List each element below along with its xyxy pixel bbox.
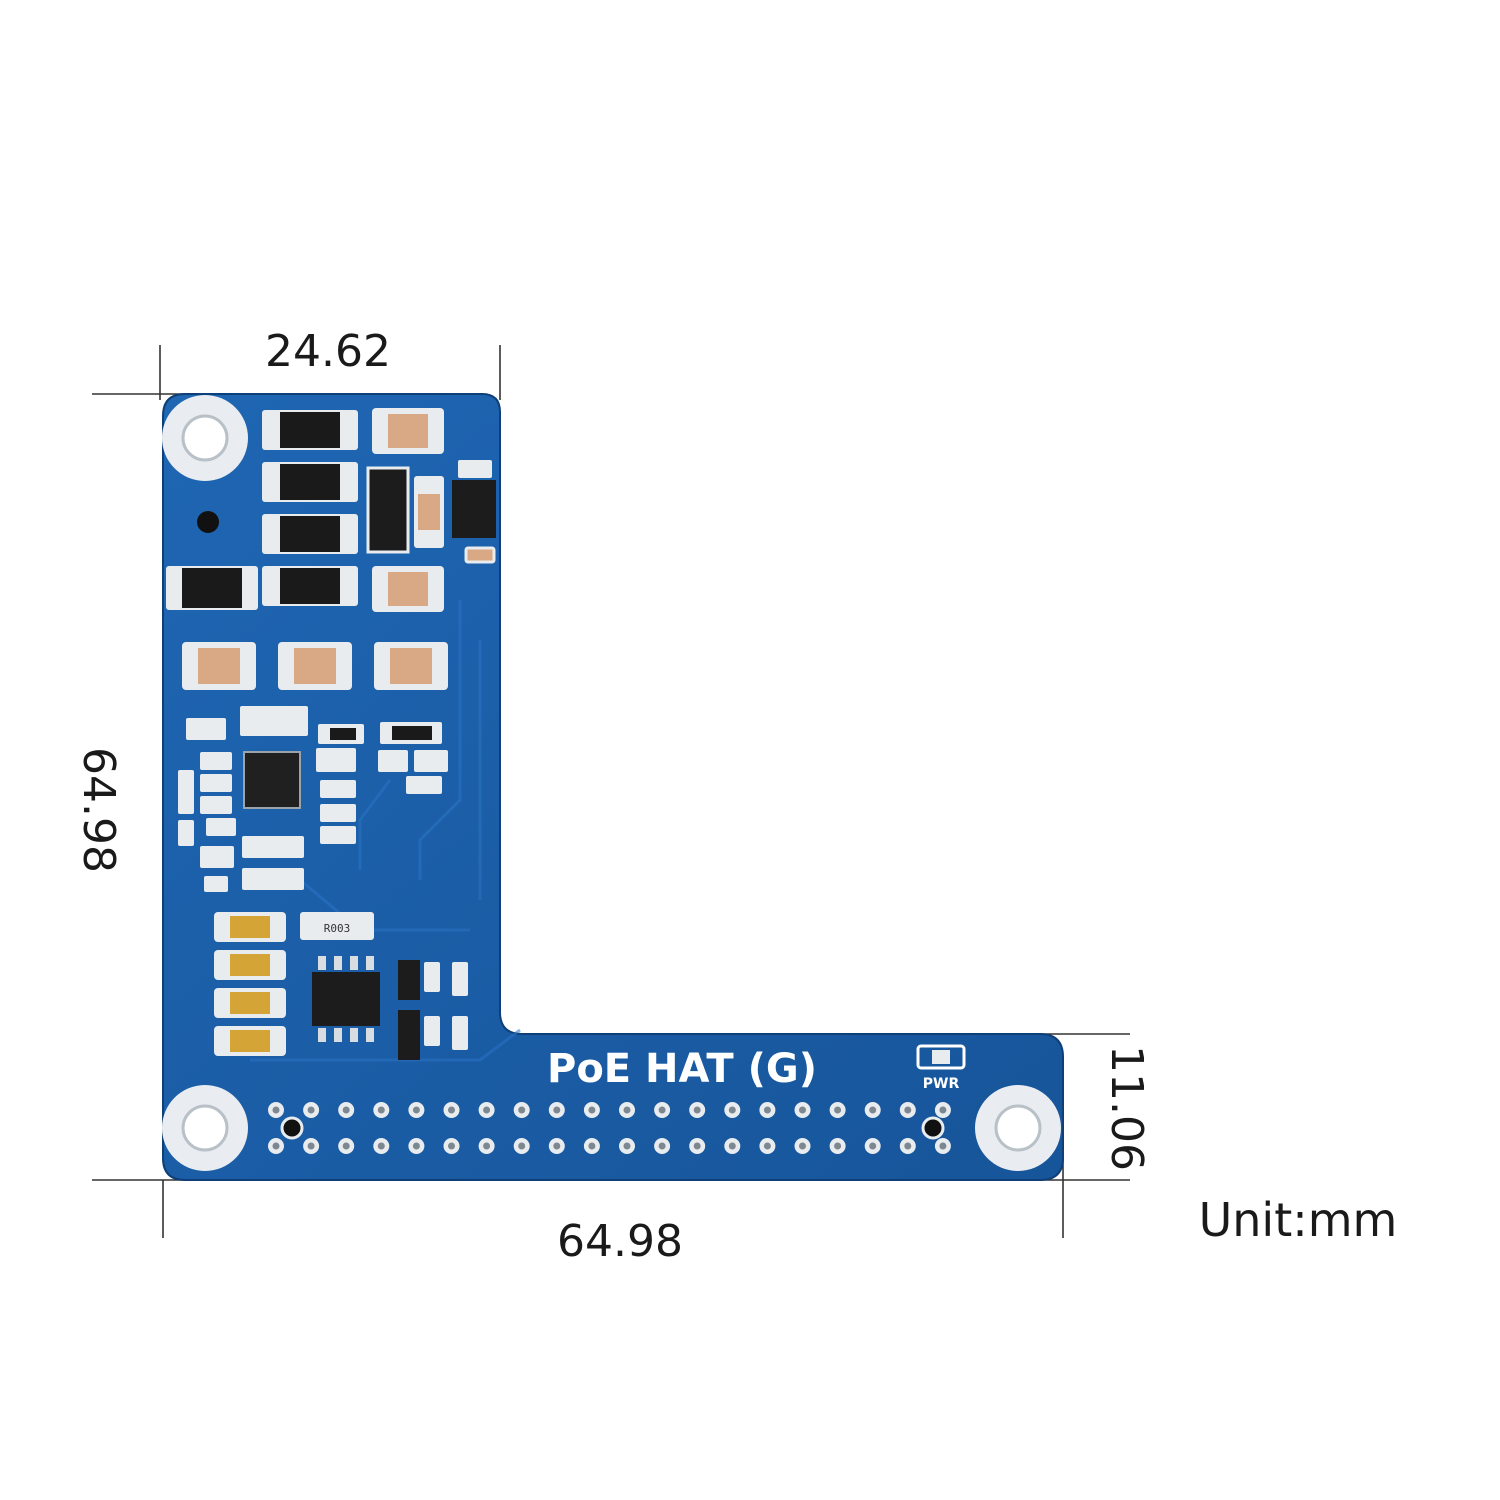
integrated-circuits: R003 bbox=[178, 460, 496, 1060]
board-name-label: PoE HAT (G) bbox=[547, 1046, 817, 1092]
header-pin-hole bbox=[834, 1142, 842, 1150]
soic-chip bbox=[312, 956, 380, 1042]
header-pin-hole bbox=[588, 1142, 596, 1150]
header-pin-hole bbox=[342, 1106, 350, 1114]
dim-top-width: 24.62 bbox=[265, 326, 391, 377]
dim-left-height: 64.98 bbox=[73, 747, 124, 873]
header-pin-hole bbox=[693, 1142, 701, 1150]
header-pin-hole bbox=[448, 1142, 455, 1150]
header-pin-hole bbox=[342, 1142, 350, 1150]
header-pin-hole bbox=[588, 1106, 596, 1114]
header-pin-hole bbox=[869, 1106, 877, 1114]
header-pin-hole bbox=[553, 1106, 561, 1114]
pwr-label: PWR bbox=[923, 1076, 960, 1092]
unit-label: Unit:mm bbox=[1199, 1193, 1398, 1247]
smd-capacitors bbox=[182, 408, 448, 690]
dim-bottom-width: 64.98 bbox=[557, 1216, 683, 1267]
header-pin-hole bbox=[693, 1106, 701, 1114]
header-pin-hole bbox=[518, 1142, 526, 1150]
via-hole bbox=[197, 511, 219, 533]
header-pin-hole bbox=[448, 1106, 455, 1114]
fiducial-right bbox=[921, 1116, 945, 1140]
tantalum-capacitors bbox=[214, 912, 286, 1056]
header-pin-hole bbox=[728, 1106, 736, 1114]
header-pin-hole bbox=[553, 1142, 561, 1150]
gpio-header bbox=[268, 1102, 951, 1154]
header-pin-hole bbox=[904, 1106, 912, 1114]
header-pin-hole bbox=[799, 1106, 806, 1114]
pwr-led bbox=[916, 1044, 966, 1070]
header-pin-hole bbox=[728, 1142, 736, 1150]
header-pin-hole bbox=[377, 1142, 385, 1150]
header-pin-hole bbox=[799, 1142, 806, 1150]
header-pin-hole bbox=[658, 1142, 666, 1150]
header-pin-hole bbox=[412, 1142, 420, 1150]
header-pin-hole bbox=[483, 1142, 491, 1150]
smd-diodes bbox=[166, 410, 358, 610]
header-pin-hole bbox=[623, 1106, 631, 1114]
dim-right-height: 11.06 bbox=[1101, 1045, 1152, 1171]
fiducial-left bbox=[280, 1116, 304, 1140]
ic-marking-text: R003 bbox=[324, 922, 351, 935]
header-pin-hole bbox=[658, 1106, 666, 1114]
header-pin-hole bbox=[763, 1142, 771, 1150]
header-pin-hole bbox=[307, 1142, 315, 1150]
mounting-hole-top-left bbox=[162, 395, 248, 481]
header-pin-hole bbox=[939, 1106, 947, 1114]
header-pin-hole bbox=[939, 1142, 947, 1150]
header-pin-hole bbox=[834, 1106, 842, 1114]
header-pin-hole bbox=[377, 1106, 385, 1114]
mounting-holes bbox=[162, 395, 1061, 1171]
header-pin-hole bbox=[272, 1106, 280, 1114]
mounting-hole-bottom-right bbox=[975, 1085, 1061, 1171]
mounting-hole-bottom-left bbox=[162, 1085, 248, 1171]
header-pin-hole bbox=[307, 1106, 315, 1114]
header-pin-hole bbox=[904, 1142, 912, 1150]
header-pin-hole bbox=[763, 1106, 771, 1114]
header-pin-hole bbox=[412, 1106, 420, 1114]
header-pin-hole bbox=[272, 1142, 280, 1150]
header-pin-hole bbox=[518, 1106, 526, 1114]
header-pin-hole bbox=[623, 1142, 631, 1150]
header-pin-hole bbox=[483, 1106, 491, 1114]
header-pin-hole bbox=[869, 1142, 877, 1150]
